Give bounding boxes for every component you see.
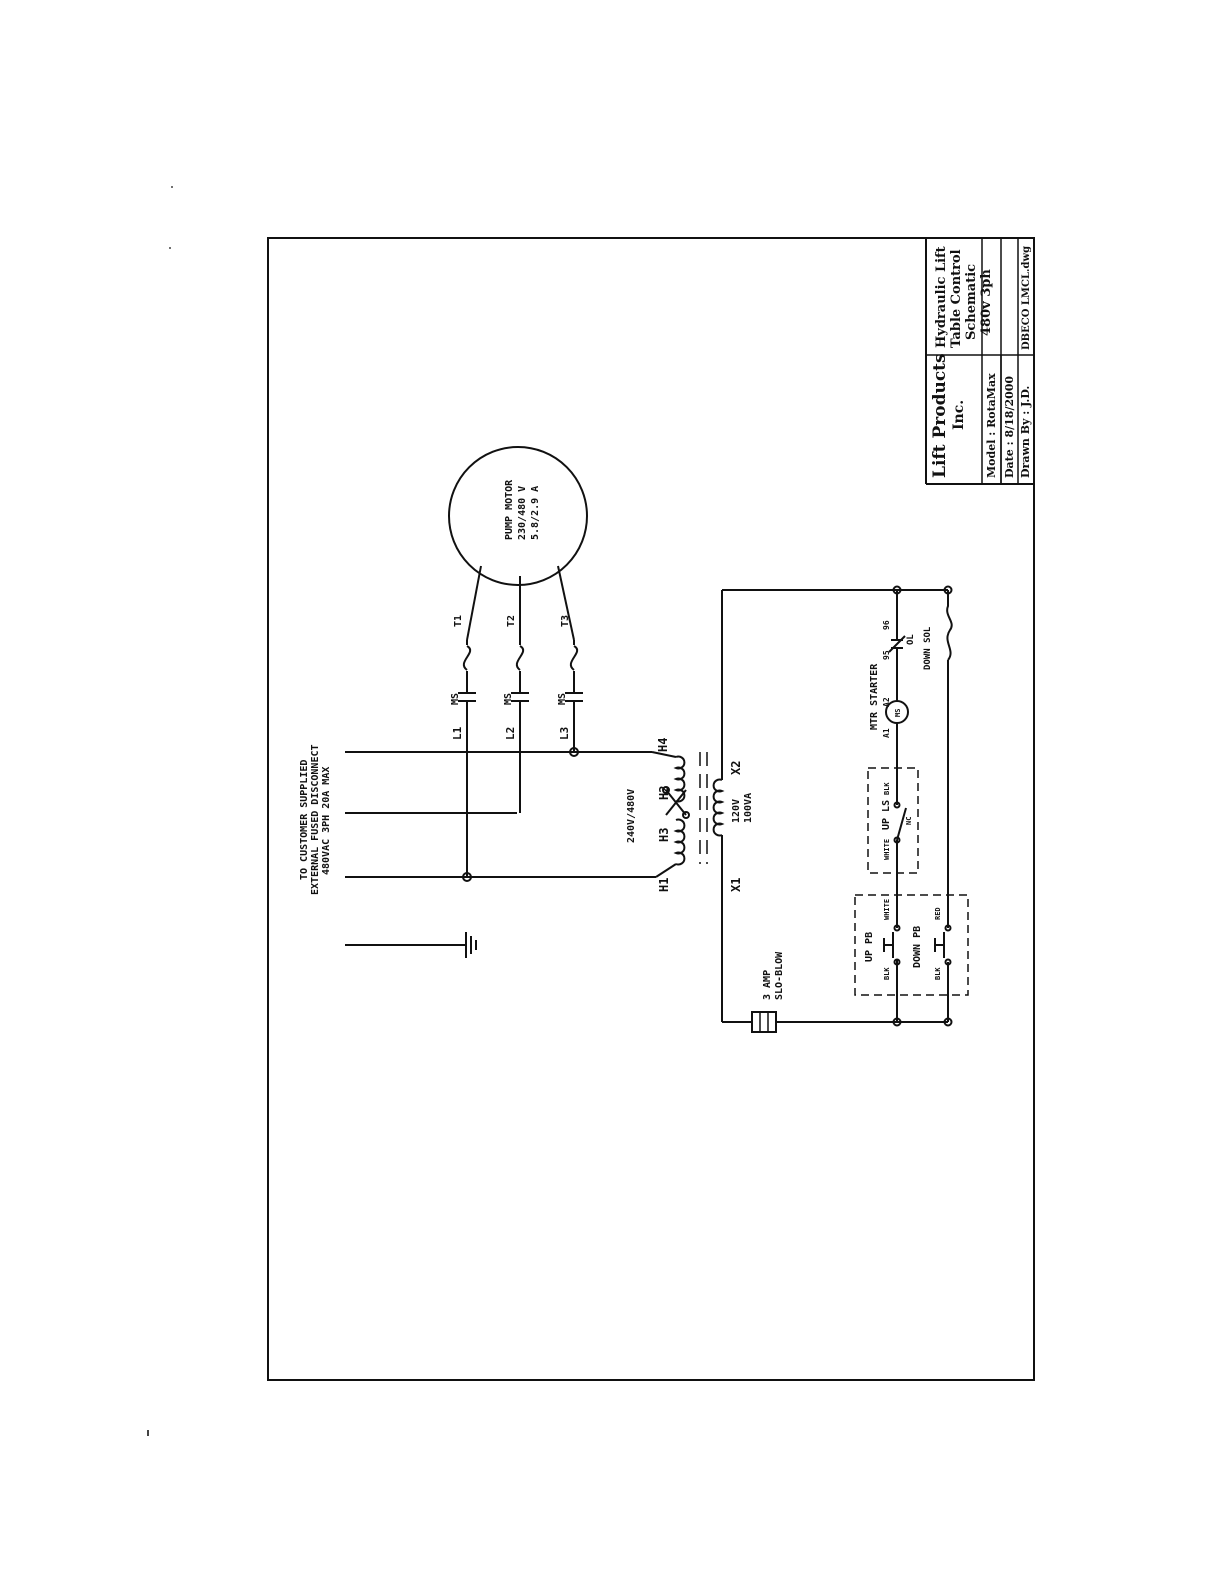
svg-text:MS: MS xyxy=(557,693,568,705)
fuse-label-1: 3 AMP xyxy=(762,970,773,1000)
drawn-by-label: Drawn By : J.D. xyxy=(1019,386,1032,478)
svg-text:480VAC 3PH 20A MAX: 480VAC 3PH 20A MAX xyxy=(321,767,332,875)
date-label: Date : 8/18/2000 xyxy=(1003,376,1016,478)
contact-ms-3 xyxy=(565,692,583,702)
down-solenoid-icon xyxy=(946,590,953,661)
svg-text:BLK: BLK xyxy=(883,782,891,795)
svg-text:MS: MS xyxy=(450,693,461,705)
down-pushbutton xyxy=(934,660,952,1022)
company-name: Lift Products xyxy=(930,353,950,478)
title-line-1: Hydraulic Lift xyxy=(934,246,949,348)
svg-text:H3: H3 xyxy=(657,828,671,842)
svg-text:96: 96 xyxy=(882,620,891,630)
up-limit-switch xyxy=(893,728,907,870)
label-l2: L2 xyxy=(504,727,517,740)
svg-text:A1: A1 xyxy=(882,728,891,738)
svg-text:H4: H4 xyxy=(656,738,670,752)
svg-text:EXTERNAL FUSED DISCONNECT: EXTERNAL FUSED DISCONNECT xyxy=(310,744,321,895)
svg-text:DOWN PB: DOWN PB xyxy=(912,926,923,968)
secondary-voltage: 120V xyxy=(731,799,742,823)
svg-text:X2: X2 xyxy=(729,761,743,775)
svg-text:BLK: BLK xyxy=(934,967,942,980)
svg-text:UP PB: UP PB xyxy=(864,932,875,962)
svg-text:95: 95 xyxy=(882,650,891,660)
svg-text:NC: NC xyxy=(905,817,913,825)
svg-text:MS: MS xyxy=(503,693,514,705)
control-transformer: H4 H2 H3 H1 240V/480V 120V 100VA X2 X1 xyxy=(467,738,754,892)
overload-heater-t2 xyxy=(513,645,527,671)
primary-coil-lower xyxy=(673,818,686,866)
motor-label-1: PUMP MOTOR xyxy=(504,479,515,540)
supply-note: TO CUSTOMER SUPPLIED EXTERNAL FUSED DISC… xyxy=(299,744,332,895)
motor-label-2: 230/480 V xyxy=(517,486,528,540)
svg-text:OL: OL xyxy=(906,634,916,645)
pump-motor-icon xyxy=(448,446,588,586)
fuse-icon xyxy=(751,1011,777,1033)
overload-heater-t3 xyxy=(567,645,581,671)
secondary-va: 100VA xyxy=(743,793,754,823)
label-l1: L1 xyxy=(451,726,464,740)
svg-text:WHITE: WHITE xyxy=(883,899,891,920)
up-pushbutton xyxy=(883,870,901,966)
svg-text:T3: T3 xyxy=(560,615,571,627)
drawing-border xyxy=(267,237,1035,1381)
pushbutton-station xyxy=(854,894,969,996)
label-l3: L3 xyxy=(558,727,571,740)
contact-ms-1 xyxy=(458,692,476,702)
fuse-label-2: SLO-BLOW xyxy=(774,951,785,1000)
contact-ms-2 xyxy=(511,692,529,702)
svg-text:WHITE: WHITE xyxy=(883,839,891,860)
file-name: DBECO LMCL.dwg xyxy=(1021,246,1032,350)
power-circuit: MS MS MS L1 L2 L3 T1 T2 T3 PUMP MOTOR 23… xyxy=(345,446,656,958)
primary-coil-upper xyxy=(673,755,686,803)
model-label: Model : RotaMax xyxy=(985,373,998,478)
svg-text:MS: MS xyxy=(894,709,902,717)
svg-text:A2: A2 xyxy=(882,697,891,707)
svg-text:H2: H2 xyxy=(657,786,671,800)
title-line-2: Table Control xyxy=(949,249,964,348)
secondary-coil xyxy=(712,778,725,837)
svg-text:TO CUSTOMER SUPPLIED: TO CUSTOMER SUPPLIED xyxy=(299,760,310,880)
motor-label-3: 5.8/2.9 A xyxy=(530,486,541,540)
control-circuit: 3 AMP SLO-BLOW UP PB BLK WHITE xyxy=(721,585,969,1033)
overload-heater-t1 xyxy=(460,645,474,671)
title-line-3: Schematic xyxy=(964,264,979,340)
primary-voltage: 240V/480V xyxy=(626,789,637,843)
svg-text:BLK: BLK xyxy=(883,967,891,980)
title-line-4: 480v 3ph xyxy=(979,269,994,336)
svg-text:DOWN SOL: DOWN SOL xyxy=(923,626,933,670)
svg-text:MTR STARTER: MTR STARTER xyxy=(869,663,880,730)
svg-text:H1: H1 xyxy=(657,878,671,892)
svg-text:UP LS: UP LS xyxy=(881,800,892,830)
title-block: Lift Products Inc. Model : RotaMax Date … xyxy=(925,238,1034,485)
svg-text:X1: X1 xyxy=(729,878,743,892)
company-suffix: Inc. xyxy=(951,400,967,430)
overload-contact xyxy=(888,590,906,653)
svg-text:T2: T2 xyxy=(506,615,517,627)
svg-text:RED: RED xyxy=(934,907,942,920)
svg-text:T1: T1 xyxy=(453,615,464,627)
